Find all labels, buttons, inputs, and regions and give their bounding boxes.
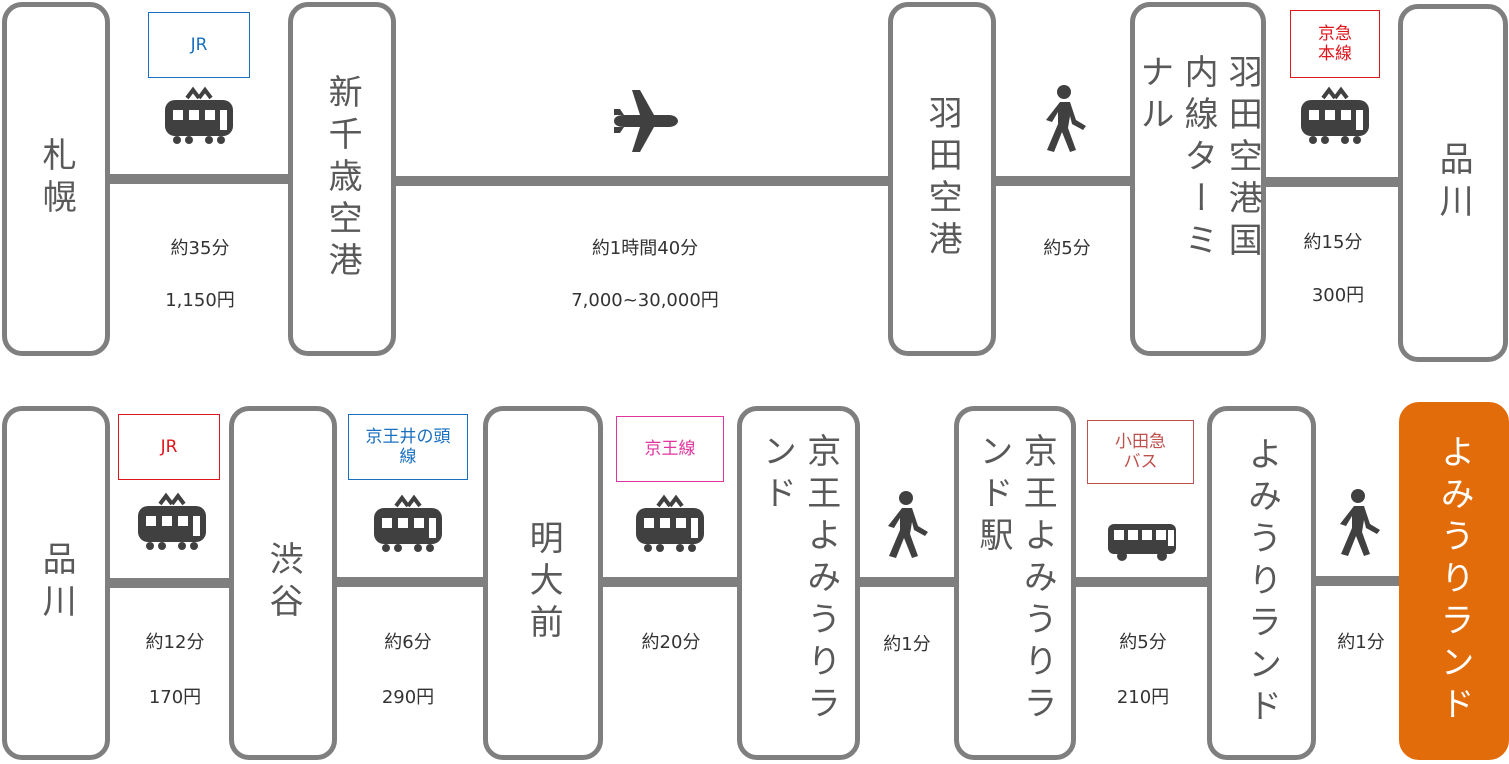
line-badge-text: 小田急バス [1115, 431, 1166, 472]
fare: 1,150円 [165, 290, 235, 311]
travel-time: 約20分 [641, 632, 701, 653]
route-line [993, 176, 1133, 186]
route-line [1262, 177, 1402, 187]
station-name: 品川 [36, 541, 77, 625]
line-badge-odakyu-bus: 小田急バス [1087, 420, 1194, 484]
station-name: 羽田空港 [922, 95, 963, 263]
route-line [600, 577, 742, 587]
line-badge-jr: JR [118, 414, 220, 480]
station-name: 京王よみうりランド駅 [973, 433, 1058, 727]
station-yomiuriland: よみうりランド [1207, 406, 1316, 760]
station-name: 品川 [1433, 141, 1474, 225]
station-shibuya: 渋谷 [229, 406, 337, 760]
bus-icon [1106, 522, 1178, 562]
fare: 7,000~30,000円 [571, 290, 719, 311]
route-line [105, 174, 295, 184]
station-name: 羽田空港国内線ターミナル [1133, 54, 1263, 264]
line-badge-jr: JR [148, 12, 250, 78]
walk-icon [1040, 84, 1090, 154]
station-shinagawa: 品川 [2, 406, 110, 760]
travel-time: 約1分 [1337, 632, 1385, 653]
train-icon [634, 494, 706, 554]
travel-time: 約5分 [1043, 238, 1091, 259]
travel-time: 約6分 [384, 632, 432, 653]
station-keio-yomiuriland-eki: 京王よみうりランド駅 [954, 406, 1076, 760]
route-line [333, 577, 488, 587]
train-icon [1299, 86, 1371, 146]
walk-icon [1334, 488, 1384, 558]
train-icon [372, 494, 444, 554]
station-name: よみうりランド [1434, 434, 1475, 728]
station-name: 渋谷 [263, 541, 304, 625]
route-line [1073, 577, 1213, 587]
route-line [1312, 576, 1404, 586]
travel-time: 約1分 [883, 634, 931, 655]
station-meidaimae: 明大前 [483, 406, 603, 760]
station-name: 札幌 [36, 137, 77, 221]
station-sapporo: 札幌 [2, 2, 110, 356]
route-line [105, 578, 235, 588]
route-line [393, 176, 893, 186]
station-keio-yomiuriland: 京王よみうりランド [737, 406, 860, 760]
station-name: 明大前 [523, 520, 564, 646]
station-name: よみうりランド [1241, 436, 1282, 730]
station-name: 新千歳空港 [322, 74, 363, 284]
station-new-chitose-airport: 新千歳空港 [288, 2, 396, 356]
train-icon [163, 86, 235, 146]
travel-time: 約12分 [145, 632, 205, 653]
travel-time: 約1時間40分 [591, 238, 699, 259]
train-icon [136, 492, 208, 552]
station-shinagawa: 品川 [1398, 4, 1508, 362]
line-badge-keikyu: 京急本線 [1290, 10, 1380, 78]
travel-time: 約35分 [170, 238, 230, 259]
fare: 300円 [1311, 285, 1365, 306]
fare: 290円 [381, 687, 435, 708]
destination-yomiuriland: よみうりランド [1399, 402, 1509, 760]
fare: 210円 [1116, 687, 1170, 708]
station-haneda-domestic-terminal: 羽田空港国内線ターミナル [1130, 2, 1266, 356]
fare: 170円 [148, 687, 202, 708]
line-badge-text: 京急本線 [1318, 23, 1352, 64]
station-haneda-airport: 羽田空港 [888, 2, 996, 356]
line-badge-text: 京王井の頭線 [365, 426, 451, 467]
travel-time: 約15分 [1303, 232, 1363, 253]
travel-time: 約5分 [1119, 632, 1167, 653]
walk-icon [882, 490, 932, 560]
line-badge-keio-inokashira: 京王井の頭線 [348, 414, 468, 480]
line-badge-keio: 京王線 [616, 416, 724, 482]
airplane-icon [610, 86, 680, 156]
station-name: 京王よみうりランド [756, 433, 841, 727]
route-line [856, 577, 958, 587]
